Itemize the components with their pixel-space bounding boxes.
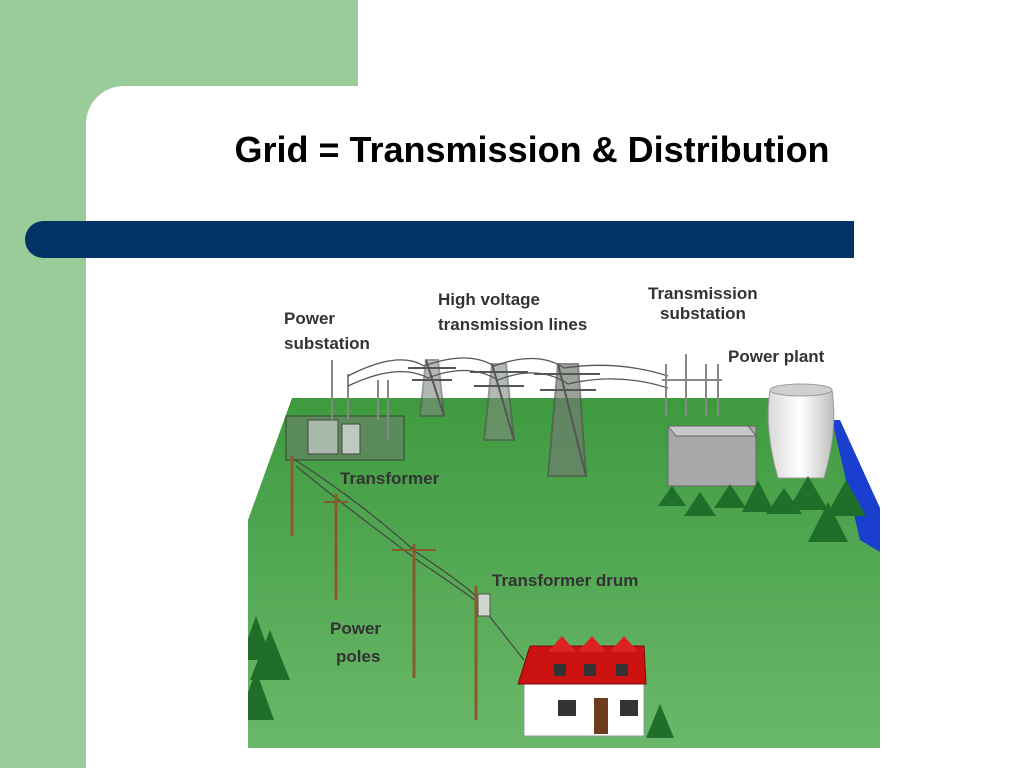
background-left-strip <box>0 0 86 768</box>
tree-by-house <box>646 704 674 738</box>
power-grid-diagram: Power substation High voltage transmissi… <box>248 284 880 748</box>
diagram-labels: Power substation High voltage transmissi… <box>284 284 825 666</box>
label-power-plant: Power plant <box>728 347 825 366</box>
cooling-tower <box>767 389 835 479</box>
transformer-drum <box>477 593 491 617</box>
label-power-substation-line2: substation <box>284 334 370 353</box>
label-transmission-substation-line1: Transmission <box>648 284 758 303</box>
tower-2 <box>470 363 528 441</box>
transmission-towers <box>408 359 600 477</box>
label-transmission-substation-line2: substation <box>660 304 746 323</box>
river <box>832 420 880 552</box>
trees-right <box>658 476 866 542</box>
label-transformer-drum: Transformer drum <box>492 571 638 590</box>
label-transformer: Transformer <box>340 469 440 488</box>
high-voltage-lines <box>347 357 669 389</box>
power-substation <box>285 360 405 461</box>
label-power-substation-line1: Power <box>284 309 335 328</box>
label-high-voltage-line1: High voltage <box>438 290 540 309</box>
house <box>517 636 647 737</box>
tower-3 <box>534 363 600 477</box>
title-underline-bar <box>25 221 854 258</box>
slide-title: Grid = Transmission & Distribution <box>234 129 830 170</box>
trees-left <box>248 616 290 720</box>
power-plant <box>666 383 835 487</box>
label-power-poles-line2: poles <box>336 647 380 666</box>
power-poles <box>290 456 478 720</box>
transmission-substation <box>662 354 722 416</box>
label-high-voltage-line2: transmission lines <box>438 315 587 334</box>
label-power-poles-line1: Power <box>330 619 381 638</box>
